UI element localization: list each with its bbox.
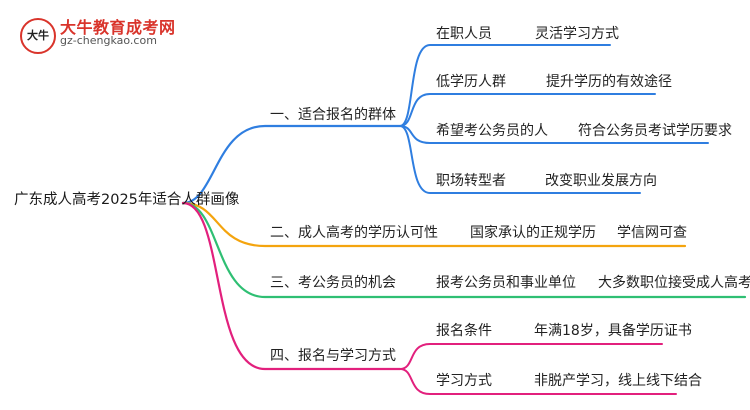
branch-4-item-2-connector — [399, 368, 677, 395]
branch-2-connector — [181, 201, 687, 248]
branch-2-item-1-label: 国家承认的正规学历 — [470, 225, 596, 241]
site-logo[interactable]: 大牛 大牛教育成考网 gz-chengkao.com — [6, 6, 206, 54]
branch-4-label: 四、报名与学习方式 — [270, 348, 396, 364]
branch-1-connector — [181, 124, 402, 205]
root-topic: 广东成人高考2025年适合人群画像 — [14, 192, 240, 208]
branch-1-item-2-connector — [399, 93, 656, 127]
branch-1-item-3-label: 希望考公务员的人 — [436, 123, 548, 139]
branch-1-item-1-connector — [399, 44, 611, 127]
branch-1-item-4-label: 职场转型者 — [436, 173, 506, 189]
branch-4-item-2-label: 学习方式 — [436, 373, 492, 389]
logo-url: gz-chengkao.com — [60, 34, 157, 47]
branch-1-item-1-note: 灵活学习方式 — [535, 26, 619, 42]
branch-4-item-1-connector — [399, 343, 663, 370]
branch-1-item-4-connector — [399, 125, 641, 194]
branch-1-item-1-label: 在职人员 — [436, 26, 492, 42]
branch-3-item-1-label: 报考公务员和事业单位 — [436, 275, 576, 291]
branch-3-label: 三、考公务员的机会 — [270, 275, 396, 291]
branch-4-connector — [181, 201, 402, 371]
branch-4-item-1-label: 报名条件 — [436, 323, 492, 339]
branch-1-item-4-note: 改变职业发展方向 — [545, 173, 657, 189]
branch-4-item-2-note: 非脱产学习，线上线下结合 — [534, 373, 702, 389]
branch-2-item-1-note: 学信网可查 — [617, 225, 687, 241]
branch-1-label: 一、适合报名的群体 — [270, 107, 396, 123]
logo-site-name: 大牛教育成考网 — [60, 18, 176, 37]
branch-1-item-2-note: 提升学历的有效途径 — [546, 74, 672, 90]
branch-3-connector — [181, 201, 747, 299]
branch-2-label: 二、成人高考的学历认可性 — [270, 225, 438, 241]
branch-1-item-3-note: 符合公务员考试学历要求 — [578, 123, 732, 139]
branch-1-item-2-label: 低学历人群 — [436, 74, 506, 90]
branch-3-item-1-note: 大多数职位接受成人高考学历 — [598, 275, 750, 291]
logo-badge-icon: 大牛 — [20, 18, 56, 54]
branch-4-item-1-note: 年满18岁，具备学历证书 — [534, 323, 692, 339]
